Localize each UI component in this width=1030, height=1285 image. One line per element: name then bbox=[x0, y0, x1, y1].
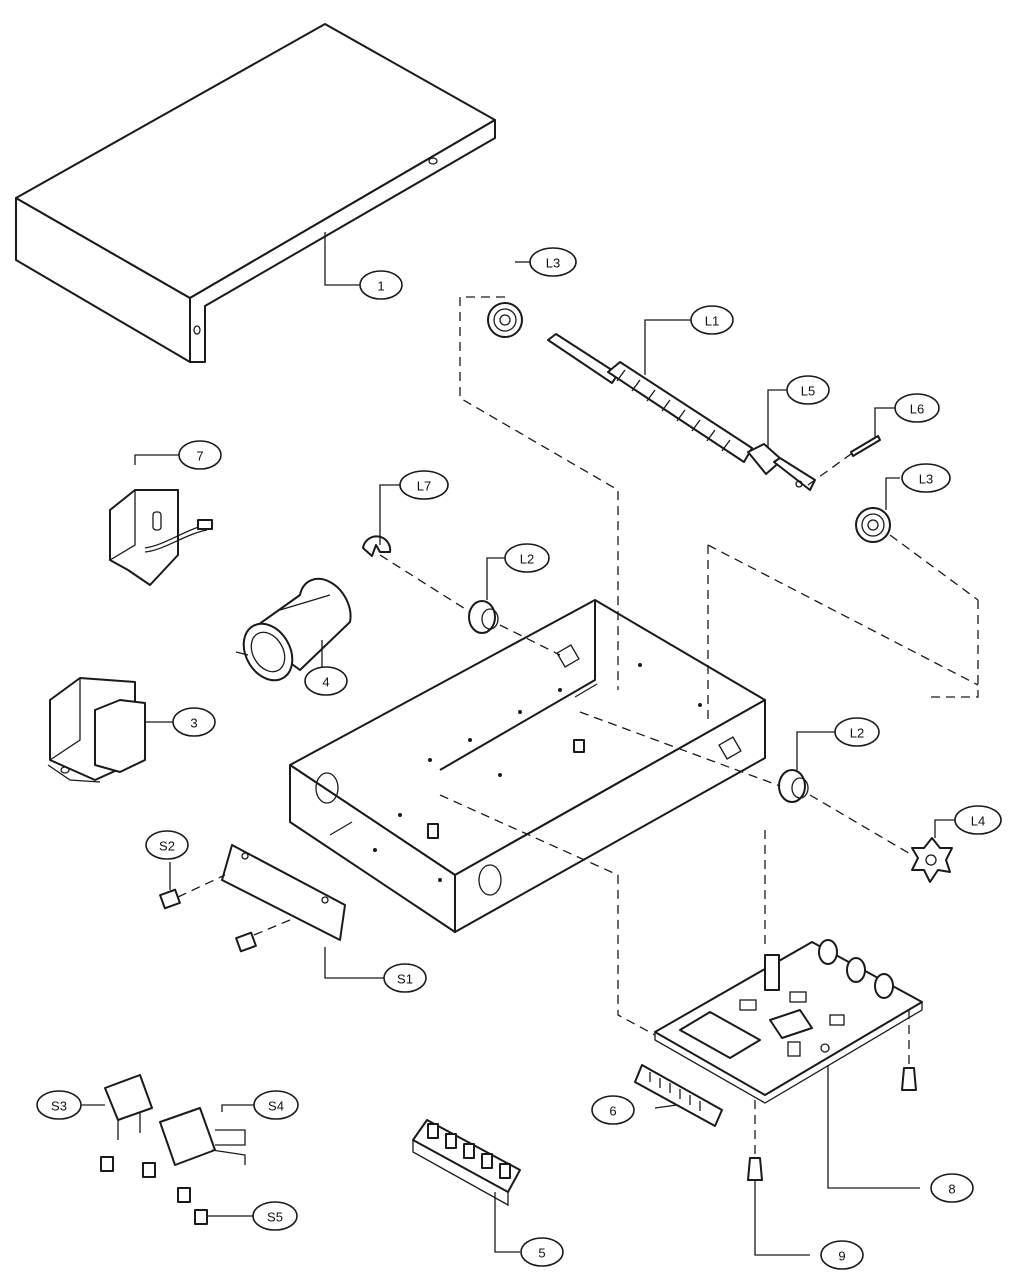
callout-S5-label: S5 bbox=[267, 1210, 283, 1225]
callout-L2-left-label: L2 bbox=[520, 552, 534, 567]
callout-L3-top: L3 bbox=[529, 247, 577, 277]
callout-S5: S5 bbox=[252, 1201, 298, 1231]
part-l2-bushing-left bbox=[468, 600, 499, 634]
part-s5-nuts bbox=[100, 1156, 208, 1225]
callout-S1: S1 bbox=[383, 963, 427, 993]
part-l1-leadscrew bbox=[547, 333, 753, 463]
callout-6: 6 bbox=[591, 1095, 635, 1125]
leader-lines bbox=[80, 232, 955, 1256]
callout-L3-right: L3 bbox=[901, 463, 951, 493]
chassis-base-tray bbox=[289, 599, 766, 933]
callout-L3-right-label: L3 bbox=[919, 472, 933, 487]
callout-7-label: 7 bbox=[196, 449, 203, 464]
part-l3-gear-right bbox=[855, 507, 891, 543]
callout-4-label: 4 bbox=[322, 675, 329, 690]
assembly-guide-lines bbox=[177, 296, 979, 1158]
callout-S4: S4 bbox=[253, 1090, 299, 1120]
part-s1-switch-plate bbox=[221, 844, 346, 941]
callout-S1-label: S1 bbox=[397, 972, 413, 987]
callout-5: 5 bbox=[520, 1237, 564, 1267]
callout-S3-label: S3 bbox=[51, 1099, 67, 1114]
callout-L2-left: L2 bbox=[504, 543, 550, 573]
callout-6-label: 6 bbox=[609, 1104, 616, 1119]
callout-S3: S3 bbox=[36, 1090, 82, 1120]
callout-4: 4 bbox=[304, 666, 348, 696]
part-9-standoffs bbox=[747, 1067, 917, 1181]
part-s3-microswitch bbox=[104, 1074, 153, 1140]
callout-9-label: 9 bbox=[838, 1249, 845, 1264]
callout-L4-label: L4 bbox=[971, 814, 985, 829]
part-l7-clip bbox=[362, 535, 392, 557]
part-s2-screws bbox=[159, 888, 257, 953]
callout-L7-label: L7 bbox=[417, 479, 431, 494]
callout-L3-top-label: L3 bbox=[546, 256, 560, 271]
callout-S2: S2 bbox=[145, 830, 189, 860]
callout-L4: L4 bbox=[954, 805, 1002, 835]
callout-5-label: 5 bbox=[538, 1246, 545, 1261]
part-6-connector-strip bbox=[634, 1064, 723, 1127]
callout-S4-label: S4 bbox=[268, 1099, 284, 1114]
part-4-capacitor bbox=[235, 577, 352, 682]
callout-L6: L6 bbox=[894, 393, 940, 423]
part-l6-pin bbox=[850, 435, 881, 457]
part-l5-collar bbox=[747, 443, 816, 491]
callout-8-label: 8 bbox=[948, 1182, 955, 1197]
callout-3-label: 3 bbox=[190, 716, 197, 731]
part-8-circuit-board bbox=[654, 939, 923, 1104]
callout-3: 3 bbox=[172, 707, 216, 737]
part-l2-bushing-right bbox=[778, 769, 809, 803]
part-l3-gear-top bbox=[487, 302, 523, 338]
part-7-switch-bracket bbox=[109, 489, 213, 586]
callout-L1-label: L1 bbox=[705, 314, 719, 329]
part-5-terminal-block bbox=[412, 1119, 521, 1207]
callout-L2-right-label: L2 bbox=[850, 726, 864, 741]
part-3-transformer bbox=[47, 677, 146, 783]
callout-8: 8 bbox=[930, 1173, 974, 1203]
part-s4-microswitch bbox=[159, 1107, 246, 1166]
callout-L5: L5 bbox=[786, 375, 830, 405]
callout-L1: L1 bbox=[690, 305, 734, 335]
callout-7: 7 bbox=[178, 440, 222, 470]
callout-L2-right: L2 bbox=[834, 717, 880, 747]
callout-1: 1 bbox=[359, 270, 403, 300]
callout-S2-label: S2 bbox=[159, 839, 175, 854]
callout-L7: L7 bbox=[399, 470, 449, 500]
part-1-top-cover bbox=[15, 23, 496, 363]
part-l4-star-wheel bbox=[911, 837, 953, 883]
callout-L5-label: L5 bbox=[801, 384, 815, 399]
callout-L6-label: L6 bbox=[910, 402, 924, 417]
callout-9: 9 bbox=[820, 1240, 864, 1270]
callout-1-label: 1 bbox=[377, 279, 384, 294]
